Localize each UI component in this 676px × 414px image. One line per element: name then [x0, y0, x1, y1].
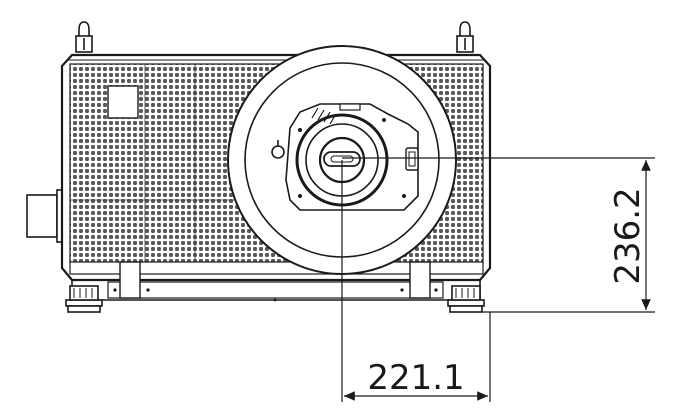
- label-window: [107, 85, 139, 119]
- foot-left: [65, 285, 103, 313]
- dimension-label-horizontal: 221.1: [367, 358, 464, 398]
- dimension-lines: [341, 157, 655, 402]
- top-handle-left: [75, 21, 93, 53]
- dimension-label-vertical: 236.2: [608, 187, 648, 284]
- top-handle-right: [456, 21, 474, 53]
- side-port: [26, 189, 64, 243]
- foot-right: [447, 285, 485, 313]
